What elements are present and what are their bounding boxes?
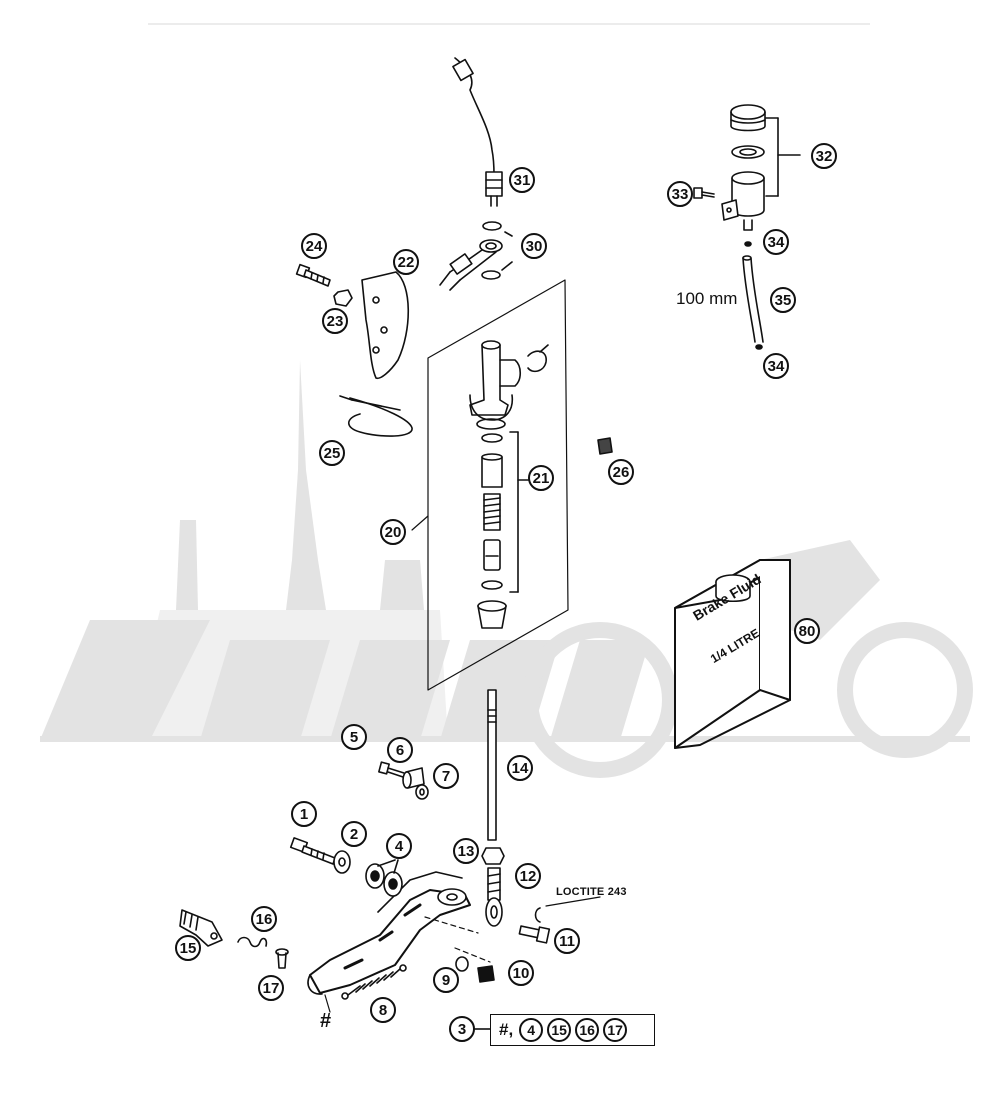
nut-10 bbox=[477, 965, 495, 983]
callout-15: 15 bbox=[175, 935, 201, 961]
callout-3: 3 bbox=[449, 1016, 475, 1042]
bolt-5 bbox=[378, 761, 405, 778]
brake-light-switch bbox=[452, 57, 503, 207]
screw-33 bbox=[693, 187, 715, 199]
kit-contents-box: #, 4 15 16 17 bbox=[490, 1014, 655, 1046]
kit-item-16: 16 bbox=[575, 1018, 600, 1042]
bolt-24 bbox=[295, 263, 331, 287]
hose-length-label: 100 mm bbox=[676, 289, 738, 308]
callout-6: 6 bbox=[387, 737, 413, 763]
spring-16 bbox=[237, 936, 268, 948]
callout-22: 22 bbox=[393, 249, 419, 275]
pedal-mark: # bbox=[320, 1010, 332, 1032]
clevis-12 bbox=[485, 867, 503, 927]
washer-9 bbox=[455, 956, 469, 972]
loctite-label: LOCTITE 243 bbox=[556, 886, 627, 898]
master-cylinder-frame bbox=[427, 279, 569, 691]
callout-4: 4 bbox=[386, 833, 412, 859]
callout-24: 24 bbox=[301, 233, 327, 259]
cap-26 bbox=[597, 437, 613, 455]
callout-30: 30 bbox=[521, 233, 547, 259]
hose-35 bbox=[742, 241, 764, 350]
callout-9: 9 bbox=[433, 967, 459, 993]
callout-12: 12 bbox=[515, 863, 541, 889]
callout-7: 7 bbox=[433, 763, 459, 789]
piston-kit bbox=[477, 431, 529, 629]
pin-17 bbox=[275, 948, 289, 969]
callout-80: 80 bbox=[794, 618, 820, 644]
callout-1: 1 bbox=[291, 801, 317, 827]
cable-tie-25 bbox=[339, 395, 413, 437]
nut-13 bbox=[481, 847, 505, 865]
callout-31: 31 bbox=[509, 167, 535, 193]
bearing-4 bbox=[365, 859, 403, 897]
spacer-6 bbox=[402, 767, 425, 789]
callout-32: 32 bbox=[811, 143, 837, 169]
kit-connector bbox=[474, 1028, 490, 1030]
clevis-15 bbox=[179, 909, 223, 947]
callout-5: 5 bbox=[341, 724, 367, 750]
callout-13: 13 bbox=[453, 838, 479, 864]
kit-item-15: 15 bbox=[547, 1018, 572, 1042]
callout-34-bottom: 34 bbox=[763, 353, 789, 379]
brake-pedal bbox=[307, 871, 471, 1013]
brake-fluid-bottle bbox=[674, 559, 791, 749]
kit-item-4: 4 bbox=[519, 1018, 544, 1042]
callout-11: 11 bbox=[554, 928, 580, 954]
washer-2 bbox=[333, 850, 351, 874]
watermark-logo bbox=[40, 360, 973, 778]
callout-2: 2 bbox=[341, 821, 367, 847]
callout-14: 14 bbox=[507, 755, 533, 781]
pivot-bolt-1 bbox=[289, 837, 336, 865]
callout-17: 17 bbox=[258, 975, 284, 1001]
callout-21: 21 bbox=[528, 465, 554, 491]
callout-34-top: 34 bbox=[763, 229, 789, 255]
kit-item-17: 17 bbox=[603, 1018, 628, 1042]
callout-16: 16 bbox=[251, 906, 277, 932]
dust-cover-22 bbox=[361, 271, 410, 380]
kit-prefix: #, bbox=[499, 1020, 514, 1039]
push-rod bbox=[487, 689, 497, 841]
spring-8 bbox=[341, 964, 407, 1000]
callout-35: 35 bbox=[770, 287, 796, 313]
bolt-11 bbox=[518, 925, 551, 944]
banjo-fitting bbox=[439, 221, 513, 291]
callout-10: 10 bbox=[508, 960, 534, 986]
master-cylinder-body bbox=[469, 340, 549, 430]
reservoir-32 bbox=[721, 104, 801, 231]
callout-20: 20 bbox=[380, 519, 406, 545]
callout-25: 25 bbox=[319, 440, 345, 466]
nut-23 bbox=[333, 289, 353, 307]
washer-7 bbox=[415, 784, 429, 800]
callout-8: 8 bbox=[370, 997, 396, 1023]
callout-23: 23 bbox=[322, 308, 348, 334]
callout-33: 33 bbox=[667, 181, 693, 207]
bottle-label-line2: 1/4 LITRE bbox=[708, 625, 763, 667]
callout-26: 26 bbox=[608, 459, 634, 485]
